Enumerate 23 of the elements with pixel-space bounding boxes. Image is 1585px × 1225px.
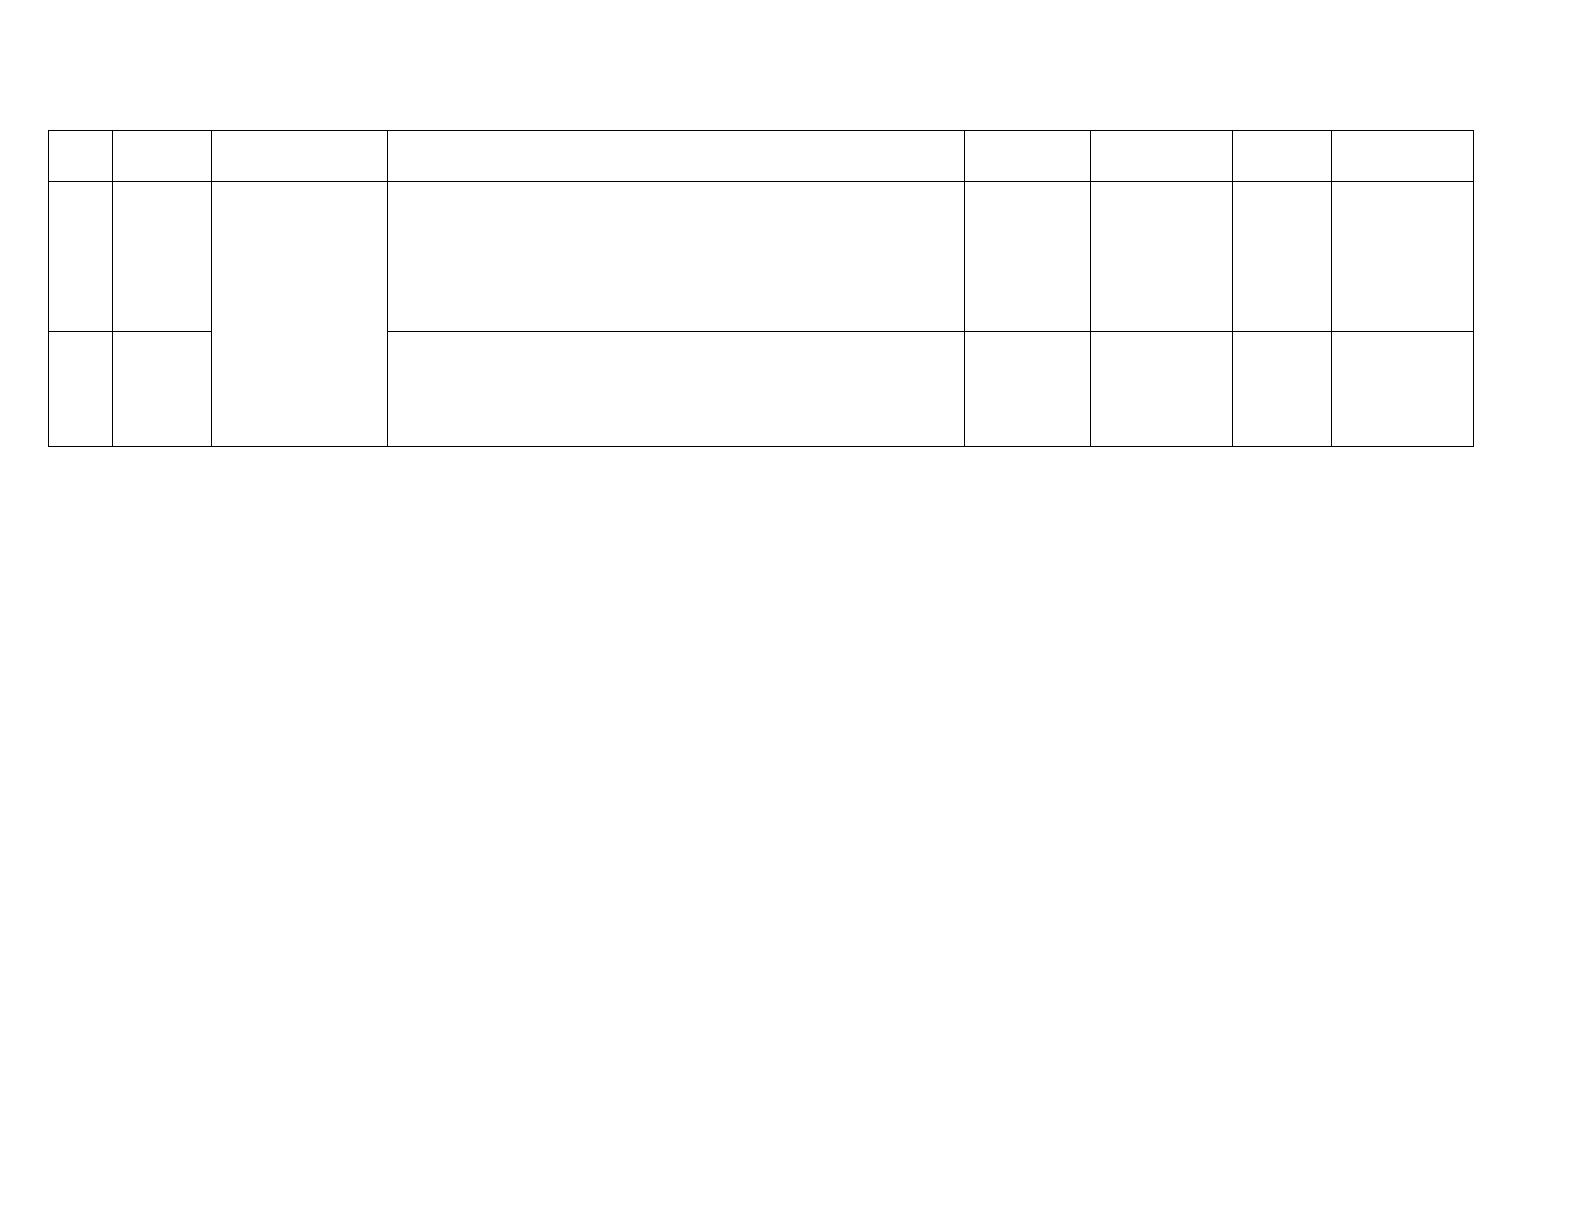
table-cell xyxy=(212,182,388,447)
table-cell xyxy=(48,332,113,447)
table-cell xyxy=(1091,182,1233,332)
table-cell xyxy=(965,182,1091,332)
table-cell xyxy=(388,130,965,182)
table-cell xyxy=(1332,182,1474,332)
table-cell xyxy=(48,130,113,182)
table-cell xyxy=(1332,130,1474,182)
table-cell xyxy=(388,332,965,447)
table-cell xyxy=(113,182,212,332)
table-cell xyxy=(48,182,113,332)
table-cell xyxy=(113,130,212,182)
table-cell xyxy=(388,182,965,332)
table-cell xyxy=(1233,130,1332,182)
table-cell xyxy=(965,332,1091,447)
table-cell xyxy=(113,332,212,447)
table-cell xyxy=(1233,182,1332,332)
table-cell xyxy=(965,130,1091,182)
table-cell xyxy=(1233,332,1332,447)
table-cell xyxy=(212,130,388,182)
table-cell xyxy=(1091,332,1233,447)
table-cell xyxy=(1091,130,1233,182)
table-cell xyxy=(1332,332,1474,447)
